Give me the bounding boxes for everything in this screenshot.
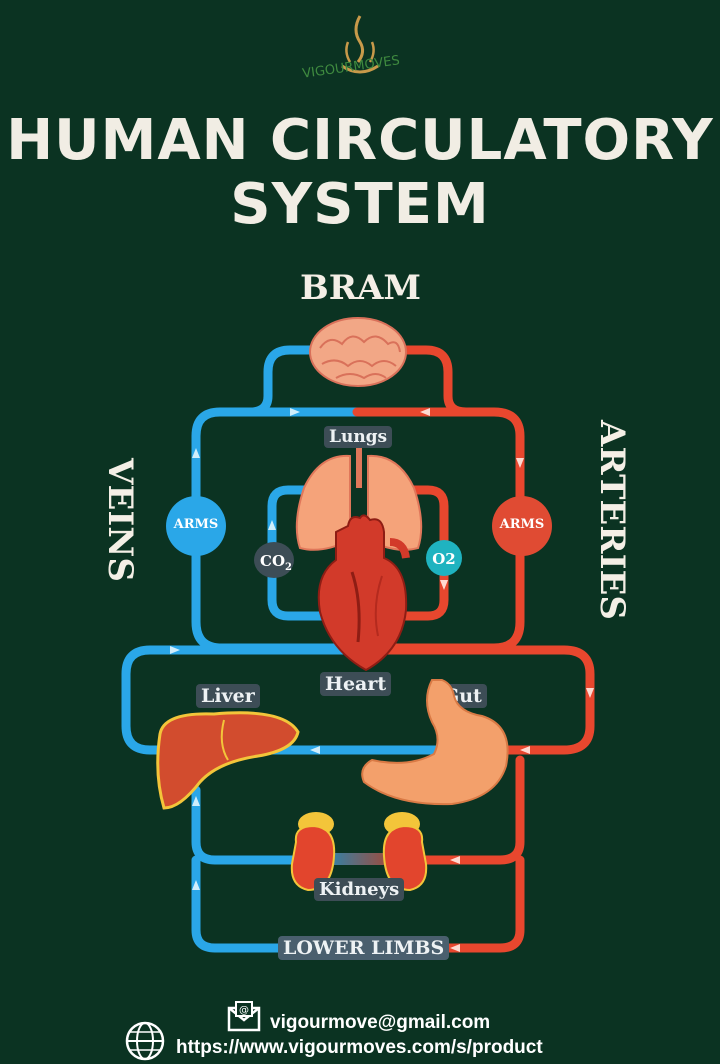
liver-tag: Liver — [196, 684, 260, 708]
arms-vein-node — [166, 496, 226, 556]
lungs-icon — [295, 448, 423, 551]
brain-label: BRAM — [300, 268, 422, 308]
globe-icon — [125, 1021, 165, 1061]
kidneys-tag: Kidneys — [314, 878, 405, 901]
lungs-tag: Lungs — [324, 426, 393, 448]
vein-arrows — [170, 408, 320, 890]
email-icon: @ — [227, 1001, 261, 1032]
page-title-line2: SYSTEM — [230, 172, 490, 237]
artery-gut-loop — [375, 645, 595, 755]
contact-email[interactable]: vigourmove@gmail.com — [270, 1012, 491, 1033]
stomach-icon — [361, 679, 509, 806]
kidney-connector — [320, 853, 400, 865]
co2-badge — [254, 542, 294, 578]
arms-vein-label: ARMS — [173, 517, 219, 532]
arms-artery-label: ARMS — [499, 517, 545, 532]
artery-arrows — [420, 408, 594, 952]
artery-to-brain — [397, 345, 471, 417]
veins-label: VEINS — [99, 458, 140, 582]
heart-icon — [317, 514, 410, 672]
kidneys-icon — [290, 812, 428, 892]
lower-limbs-tag: LOWER LIMBS — [278, 936, 450, 960]
arms-artery-node — [492, 496, 552, 556]
heart-tag: Heart — [320, 672, 392, 696]
liver-icon — [156, 711, 300, 810]
contact-website[interactable]: https://www.vigourmoves.com/s/product — [176, 1037, 543, 1058]
arteries-label: ARTERIES — [591, 420, 632, 620]
co2-text: CO — [260, 552, 286, 570]
steam-bowl-logo-icon — [341, 15, 379, 74]
page-title-line1: HUMAN CIRCULATORY — [6, 108, 714, 173]
vein-liver-gut-loop — [121, 645, 445, 755]
o2-badge — [426, 540, 462, 576]
vein-to-brain — [245, 345, 320, 417]
vein-lower-loop — [191, 855, 305, 953]
co2-subscript: 2 — [285, 562, 292, 573]
co2-label: CO2 — [254, 552, 298, 573]
artery-kidney-loop — [405, 755, 525, 865]
vein-kidney-loop — [191, 785, 335, 865]
artery-lower-loop — [415, 855, 525, 953]
svg-text:@: @ — [239, 1005, 249, 1016]
brain-icon — [309, 317, 407, 387]
o2-label: O2 — [432, 550, 456, 568]
